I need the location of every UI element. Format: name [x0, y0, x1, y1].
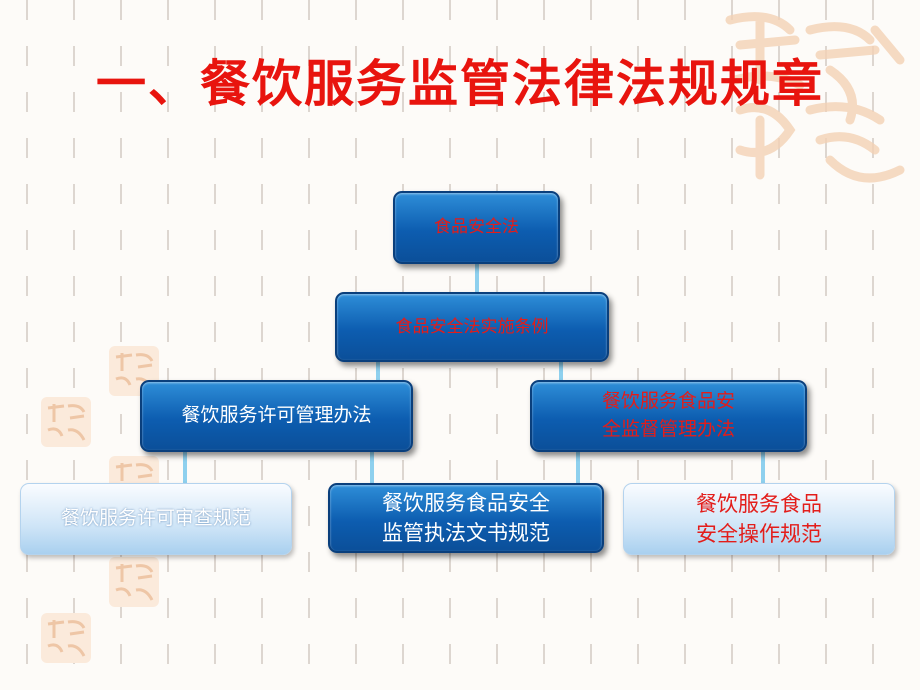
node-operation-spec: 餐饮服务食品 安全操作规范: [623, 483, 895, 555]
auspicious-seal-small-4: [109, 557, 159, 607]
node-enforcement-docs-spec: 餐饮服务食品安全 监管执法文书规范: [328, 483, 604, 553]
node-food-safety-law: 食品安全法: [393, 191, 560, 264]
auspicious-seal-small-5: [41, 613, 91, 663]
node-operation-spec-label: 餐饮服务食品 安全操作规范: [696, 491, 822, 546]
node-permit-review-spec-label: 餐饮服务许可审查规范: [60, 507, 251, 530]
slide-title: 一、餐饮服务监管法律法规规章: [96, 55, 824, 113]
node-supervision-measures: 餐饮服务食品安 全监督管理办法: [530, 380, 807, 452]
node-permit-measures-label: 餐饮服务许可管理办法: [181, 404, 372, 427]
node-permit-measures: 餐饮服务许可管理办法: [140, 380, 413, 452]
node-food-safety-law-label: 食品安全法: [434, 217, 519, 238]
node-implementing-regulation: 食品安全法实施条例: [335, 292, 609, 362]
node-implementing-regulation-label: 食品安全法实施条例: [395, 316, 549, 337]
node-enforcement-docs-spec-label: 餐饮服务食品安全 监管执法文书规范: [382, 490, 550, 545]
node-supervision-measures-label: 餐饮服务食品安 全监督管理办法: [601, 390, 735, 440]
node-permit-review-spec: 餐饮服务许可审查规范: [20, 483, 292, 555]
auspicious-seal-large: [725, 12, 905, 183]
auspicious-seal-small-2: [41, 397, 91, 447]
